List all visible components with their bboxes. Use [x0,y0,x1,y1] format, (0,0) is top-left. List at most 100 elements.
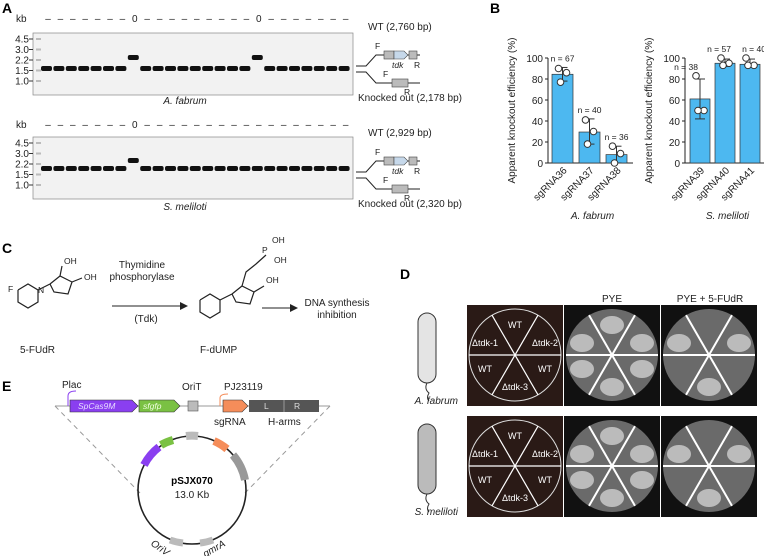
knockout-band [338,166,350,171]
data-point [744,61,752,70]
lane-label: – [82,120,88,131]
sector-label: Δtdk-2 [532,449,558,459]
data-point [581,116,590,124]
atom-oh: OH [64,256,77,266]
n-label: n = 40 [742,44,764,54]
sector-label: Δtdk-3 [502,382,528,392]
knockout-band [202,66,214,71]
sector-line [685,314,733,396]
colony-streak [570,445,594,463]
lane-label: – [318,120,324,131]
knockout-band [289,66,300,71]
sector-line [685,425,733,507]
ladder-band [36,48,41,51]
knockout-band [214,166,226,171]
lane-label: – [82,14,88,25]
bar [551,73,574,164]
marker-label: 1.0 [15,180,29,191]
sector-label: WT [478,475,492,485]
species-label: A. fabrum [162,96,206,107]
knockout-band [301,66,313,71]
bacterium-icon [417,423,437,495]
lane-label: – [219,14,225,25]
atom-p: P [262,245,268,255]
atom-oh: OH [266,275,279,285]
sector-line [491,314,539,396]
wt-band [127,55,139,60]
data-point [616,149,625,158]
promoter-plac-icon [67,390,77,406]
colony-streak [570,471,594,489]
n-label: n = 67 [551,53,575,63]
lane-label: – [45,14,51,25]
sfgfp-gene [138,399,181,413]
substrate-label: 5-FUdR [20,345,55,356]
lane-label: – [58,120,64,131]
sgrna-arc [212,437,230,453]
y-tick-label: 60 [669,96,681,107]
lane-label: – [330,120,336,131]
tdk-gene [393,50,409,60]
oriv-arc [168,536,184,547]
knockout-band [90,166,102,171]
lane-label: – [256,120,262,131]
wt-size-label: WT (2,760 bp) [368,22,432,33]
colony-streak [667,334,691,352]
lane-label: – [157,14,163,25]
data-point [742,54,750,62]
primer-r-label: R [404,87,410,97]
knockout-band [165,66,176,71]
lane-label: – [281,120,287,131]
wt-size-label: WT (2,929 bp) [368,128,432,139]
lane-label: – [231,14,237,25]
panel-label-d: D [400,266,410,282]
knockout-band [313,166,325,171]
y-tick-label: 40 [532,117,544,128]
colony-streak [667,445,691,463]
lane-label: – [70,120,76,131]
y-tick-label: 100 [526,54,543,65]
ko-size-label: Knocked out (2,178 bp) [358,93,462,104]
y-axis-label: Apparent knockout efficiency (%) [507,37,518,183]
pathway-diagram: F OH OH N 5-FUdR Thymidine phosphorylase… [8,235,370,356]
lane-label: – [293,14,299,25]
knockout-band [276,66,288,71]
lane-label: – [231,120,237,131]
lane-label: – [120,14,126,25]
sector-label: Δtdk-3 [502,493,528,503]
species-label: S. meliloti [415,507,459,518]
arrow-head-icon [180,302,188,310]
knockout-band [227,166,238,171]
oriv-label: OriV [148,538,172,556]
primer-f-label: F [383,69,388,79]
lane-label: – [107,14,113,25]
knockout-band [251,166,263,171]
lane-label: – [95,14,101,25]
atom-oh: OH [272,235,285,245]
marker-label: 2.2 [15,159,29,170]
knockout-band [301,166,313,171]
knockout-band [313,66,325,71]
n-label: n = 40 [578,105,602,115]
lane-label: – [206,120,212,131]
enzyme-label: phosphorylase [109,272,174,283]
gel-image [32,32,354,96]
column-label: PYE + 5-FUdR [677,294,743,305]
y-tick-label: 60 [532,96,544,107]
lane-label: 0 [132,14,138,25]
marker-label: 3.0 [15,149,29,160]
knockout-band [264,166,276,171]
column-label: PYE [602,294,622,305]
colony-streak [630,445,654,463]
primer-r-label: R [414,60,420,70]
knockout-band [78,166,90,171]
colony-streak [600,378,624,396]
lane-label: – [306,120,312,131]
effect-label: DNA synthesis [304,298,369,309]
tdk-label: tdk [392,166,404,176]
lane-label: – [169,120,175,131]
lane-label: – [144,120,150,131]
y-tick-label: 80 [669,75,681,86]
knockout-band [239,166,251,171]
